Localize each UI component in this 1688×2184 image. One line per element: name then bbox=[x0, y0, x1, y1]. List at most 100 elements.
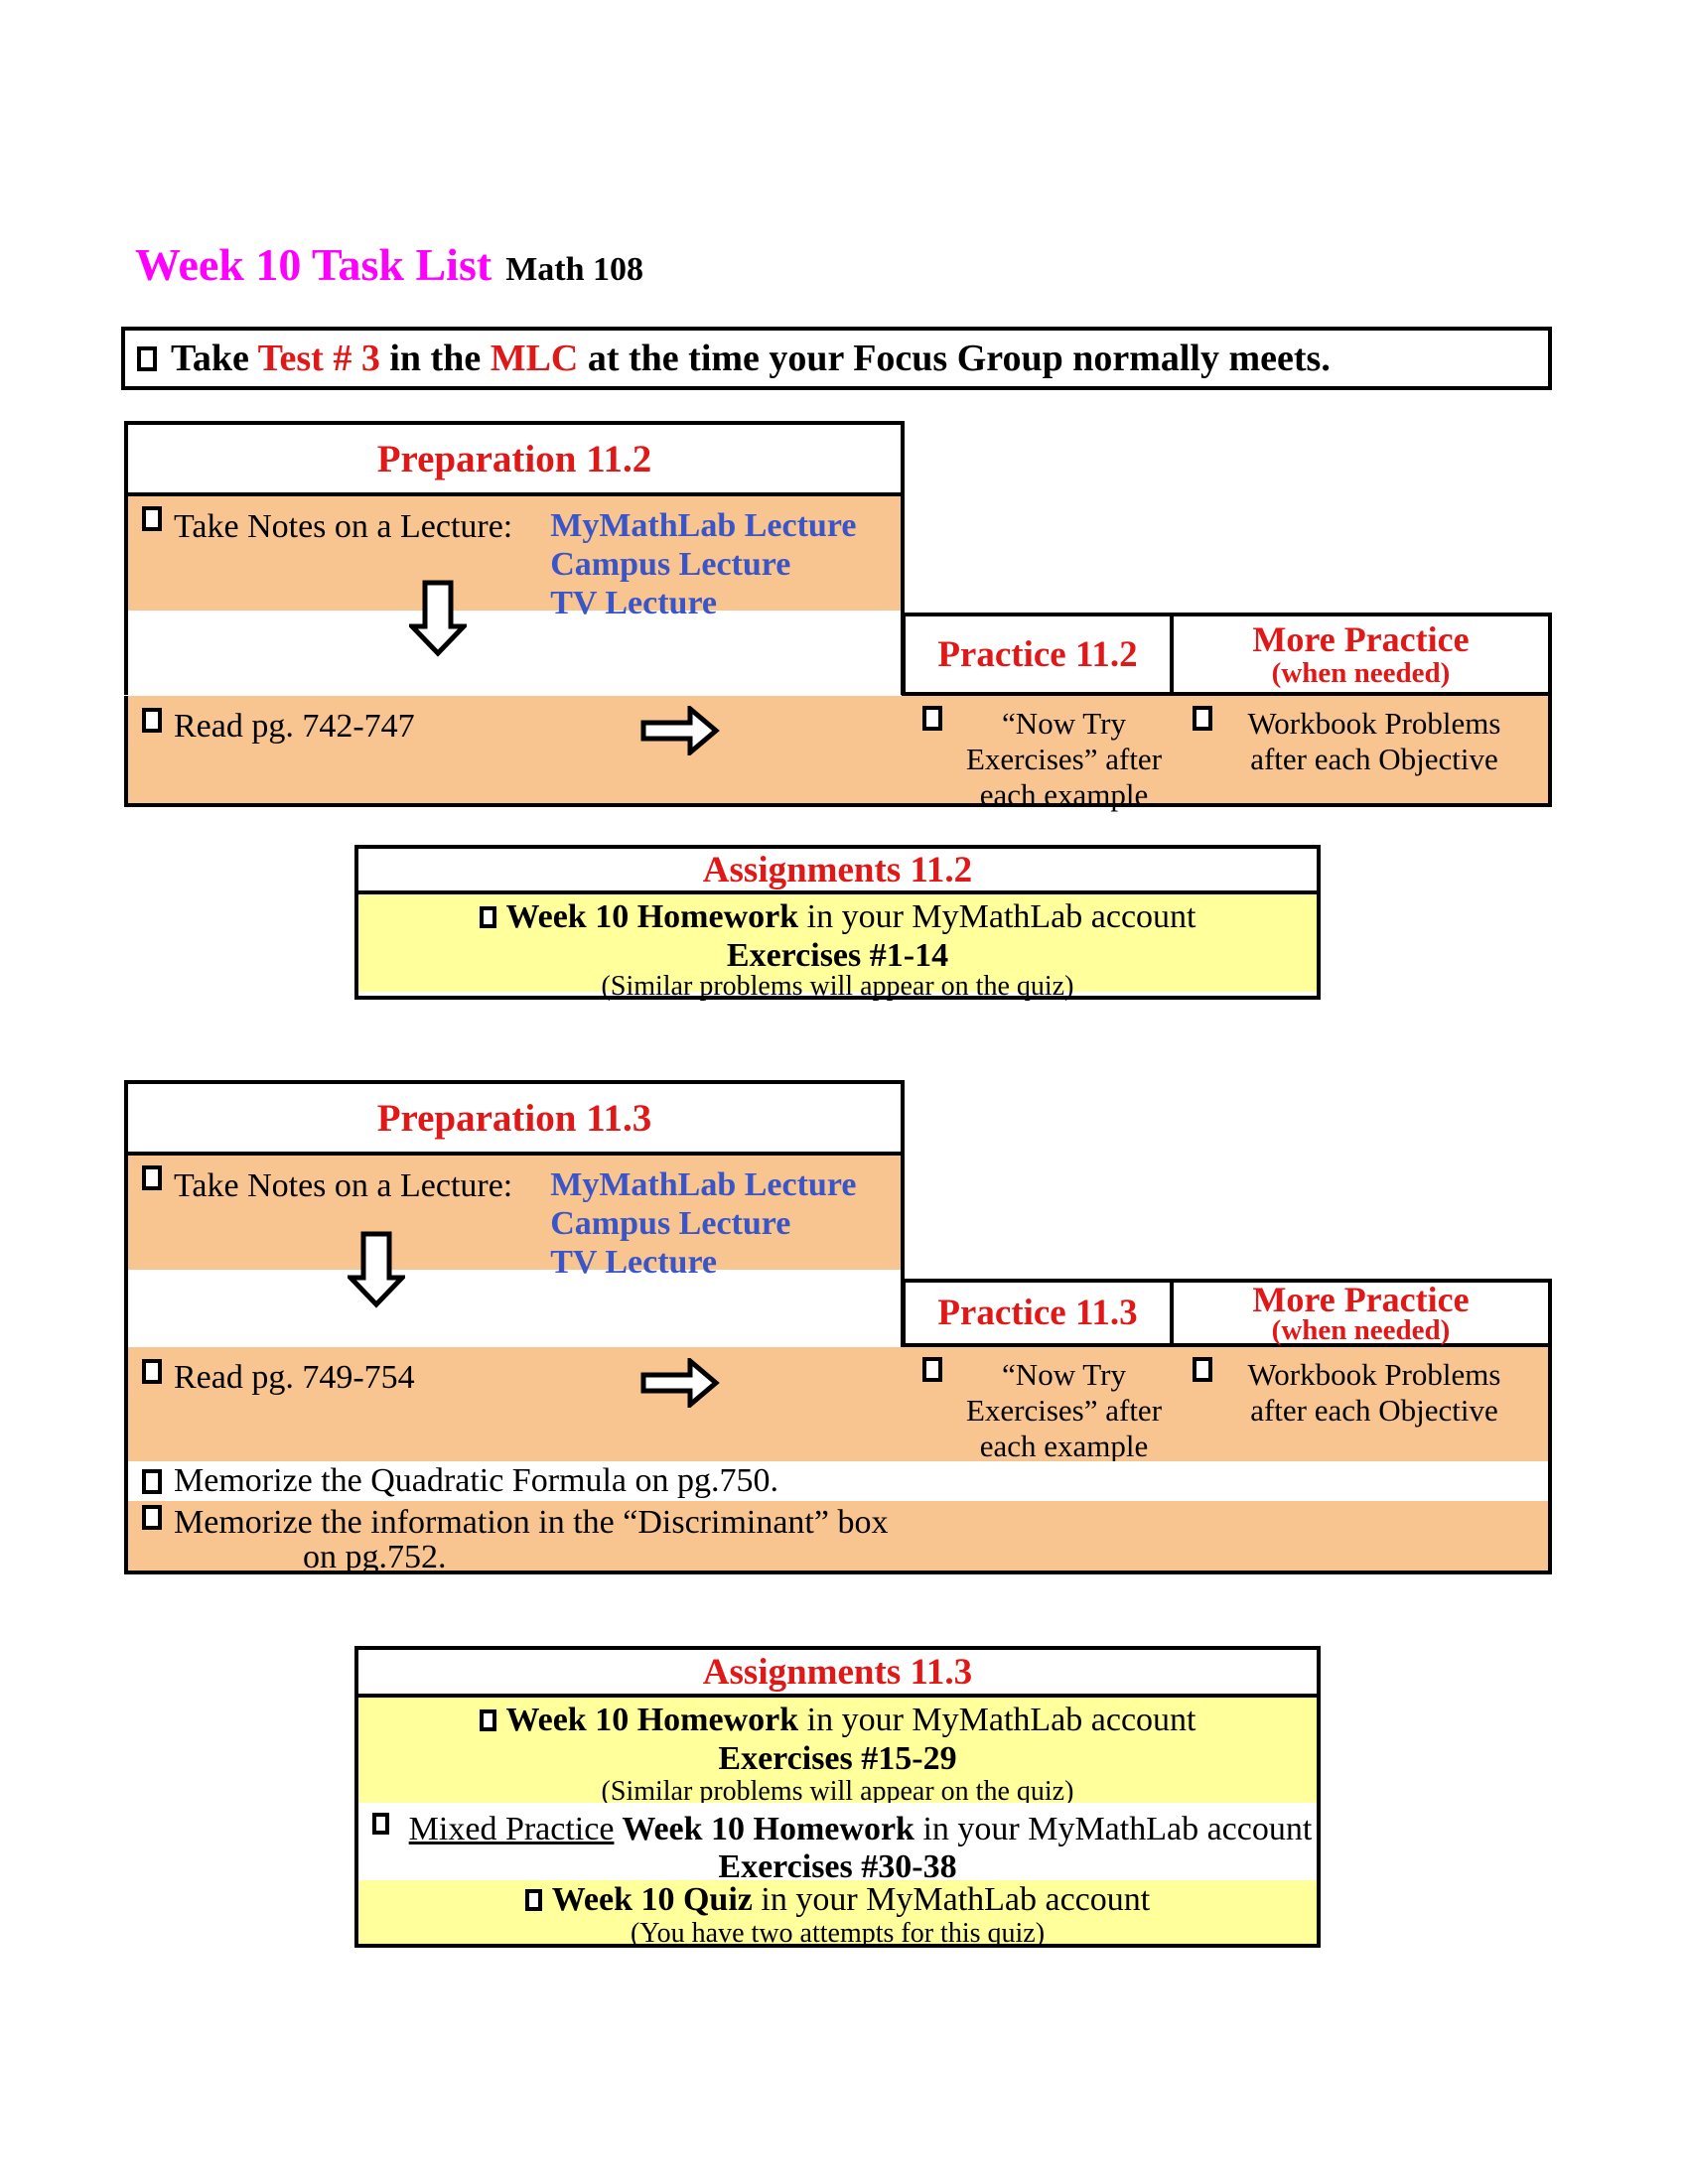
mixed-practice-band: Mixed Practice Week 10 Homework in your … bbox=[358, 1803, 1317, 1885]
top-task-seg-2: in the bbox=[379, 338, 491, 379]
right-arrow-icon bbox=[640, 1358, 720, 1408]
checkbox[interactable] bbox=[142, 1505, 162, 1530]
now-try-text: “Now Try Exercises” after each example bbox=[965, 1357, 1163, 1463]
assignments-11-2-header: Assignments 11.2 bbox=[358, 849, 1317, 894]
now-try-cell-11-2: “Now Try Exercises” after each example bbox=[922, 706, 1181, 813]
down-arrow-icon bbox=[348, 1231, 405, 1308]
take-notes-row-11-2: Take Notes on a Lecture: MyMathLab Lectu… bbox=[128, 496, 901, 621]
mixed-practice-rest: in your MyMathLab account bbox=[914, 1811, 1313, 1847]
exercises-line: Exercises #30-38 bbox=[718, 1848, 957, 1885]
checkbox[interactable] bbox=[142, 506, 162, 531]
checkbox[interactable] bbox=[137, 345, 157, 371]
homework-line: Week 10 Homework in your MyMathLab accou… bbox=[358, 897, 1317, 937]
read-practice-band-11-2: Read pg. 742-747 “Now Try Exercises” aft… bbox=[124, 696, 1552, 812]
page-title-row: Week 10 Task List Math 108 bbox=[135, 238, 643, 291]
checkbox[interactable] bbox=[1193, 706, 1212, 731]
homework-bold: Week 10 Homework bbox=[505, 1702, 799, 1738]
assignments-11-2-box: Assignments 11.2 Week 10 Homework in you… bbox=[354, 845, 1321, 1002]
checkbox[interactable] bbox=[479, 906, 496, 928]
lecture-options-11-2: MyMathLab Lecture Campus Lecture TV Lect… bbox=[550, 506, 856, 622]
read-label-11-3: Read pg. 749-754 bbox=[174, 1359, 415, 1396]
exercises-line: Exercises #15-29 bbox=[718, 1740, 957, 1777]
lecture-option: MyMathLab Lecture bbox=[550, 1166, 857, 1203]
practice-header-11-2: Practice 11.2 More Practice (when needed… bbox=[902, 613, 1552, 696]
homework-text: Week 10 Homework in your MyMathLab accou… bbox=[506, 898, 1196, 936]
preparation-11-2-header: Preparation 11.2 bbox=[128, 425, 901, 496]
preparation-11-2-box: Preparation 11.2 Take Notes on a Lecture… bbox=[124, 421, 905, 695]
quiz-rest: in your MyMathLab account bbox=[752, 1881, 1151, 1918]
top-task-text: Take Test # 3 in the MLC at the time you… bbox=[171, 337, 1331, 380]
lecture-option: TV Lecture bbox=[550, 585, 718, 621]
checkbox[interactable] bbox=[922, 706, 942, 731]
more-practice-subtitle: (when needed) bbox=[1271, 657, 1451, 689]
homework-rest: in your MyMathLab account bbox=[798, 898, 1196, 935]
mixed-practice-line: Mixed Practice Week 10 Homework in your … bbox=[358, 1803, 1317, 1848]
homework-text: Week 10 Homework in your MyMathLab accou… bbox=[506, 1702, 1196, 1739]
homework-rest: in your MyMathLab account bbox=[798, 1702, 1196, 1738]
memorize-discriminant-line1: Memorize the information in the “Discrim… bbox=[174, 1504, 889, 1541]
top-task-seg-1: Test # 3 bbox=[257, 338, 380, 379]
checkbox[interactable] bbox=[524, 1889, 542, 1911]
mixed-practice-underlined: Mixed Practice bbox=[408, 1811, 615, 1847]
top-task-box: Take Test # 3 in the MLC at the time you… bbox=[121, 327, 1552, 390]
assignments-11-3-title: Assignments 11.3 bbox=[702, 1651, 973, 1693]
checkbox[interactable] bbox=[922, 1357, 942, 1382]
assignments-11-3-header: Assignments 11.3 bbox=[358, 1650, 1317, 1698]
right-arrow-icon bbox=[640, 706, 720, 755]
read-label-11-2: Read pg. 742-747 bbox=[174, 708, 415, 745]
take-notes-label: Take Notes on a Lecture: bbox=[174, 508, 513, 545]
workbook-cell-11-3: Workbook Problems after each Objective bbox=[1193, 1357, 1540, 1429]
top-task-seg-3: MLC bbox=[490, 338, 579, 379]
read-row-11-3: Read pg. 749-754 bbox=[142, 1359, 415, 1397]
page-title: Week 10 Task List bbox=[135, 239, 492, 290]
checkbox[interactable] bbox=[372, 1813, 389, 1835]
quiz-bold: Week 10 Quiz bbox=[551, 1881, 753, 1918]
read-row-11-2: Read pg. 742-747 bbox=[142, 708, 415, 746]
practice-header-11-3: Practice 11.3 More Practice (when needed… bbox=[902, 1279, 1552, 1347]
workbook-text: Workbook Problems after each Objective bbox=[1247, 706, 1501, 776]
checkbox[interactable] bbox=[142, 708, 162, 733]
more-practice-cell-11-3: More Practice (when needed) bbox=[1170, 1279, 1548, 1344]
memorize-discriminant-line1-row: Memorize the information in the “Discrim… bbox=[128, 1501, 1548, 1541]
more-practice-cell-11-2: More Practice (when needed) bbox=[1170, 616, 1548, 692]
checkbox[interactable] bbox=[1193, 1357, 1212, 1382]
memorize-quadratic-text: Memorize the Quadratic Formula on pg.750… bbox=[174, 1462, 779, 1499]
quiz-note: (Similar problems will appear on the qui… bbox=[601, 1776, 1074, 1807]
take-notes-row-11-3: Take Notes on a Lecture: MyMathLab Lectu… bbox=[128, 1156, 901, 1281]
assignments-11-2-title: Assignments 11.2 bbox=[702, 849, 973, 890]
exercises-line: Exercises #1-14 bbox=[726, 937, 949, 974]
assignments-11-2-body: Week 10 Homework in your MyMathLab accou… bbox=[358, 894, 1317, 1002]
down-arrow-icon bbox=[409, 580, 467, 657]
quiz-text: Week 10 Quiz in your MyMathLab account bbox=[552, 1881, 1150, 1919]
more-practice-title: More Practice bbox=[1252, 1279, 1470, 1319]
practice-11-2-title: Practice 11.2 bbox=[937, 633, 1138, 675]
mixed-practice-bold: Week 10 Homework bbox=[614, 1811, 914, 1847]
lecture-option: MyMathLab Lecture bbox=[550, 507, 857, 544]
quiz-note: (Similar problems will appear on the qui… bbox=[601, 971, 1074, 1002]
preparation-11-3-box: Preparation 11.3 Take Notes on a Lecture… bbox=[124, 1080, 905, 1347]
now-try-cell-11-3: “Now Try Exercises” after each example bbox=[922, 1357, 1181, 1464]
lecture-option: Campus Lecture bbox=[550, 546, 791, 583]
memorize-quadratic-row: Memorize the Quadratic Formula on pg.750… bbox=[124, 1461, 1552, 1501]
memorize-discriminant-line2: on pg.752. bbox=[303, 1539, 447, 1575]
quiz-line: Week 10 Quiz in your MyMathLab account bbox=[358, 1881, 1317, 1919]
quiz-band: Week 10 Quiz in your MyMathLab account (… bbox=[358, 1880, 1317, 1949]
lecture-option: TV Lecture bbox=[550, 1244, 718, 1281]
now-try-text: “Now Try Exercises” after each example bbox=[965, 706, 1163, 812]
workbook-text: Workbook Problems after each Objective bbox=[1247, 1357, 1501, 1428]
checkbox[interactable] bbox=[142, 1468, 162, 1494]
assignments-11-3-box: Assignments 11.3 Week 10 Homework in you… bbox=[354, 1646, 1321, 1949]
checkbox[interactable] bbox=[142, 1165, 162, 1190]
checkbox[interactable] bbox=[479, 1709, 496, 1731]
course-label: Math 108 bbox=[505, 251, 644, 288]
memorize-discriminant-row: Memorize the information in the “Discrim… bbox=[124, 1501, 1552, 1574]
checkbox[interactable] bbox=[142, 1359, 162, 1384]
quiz-note: (You have two attempts for this quiz) bbox=[630, 1918, 1046, 1949]
preparation-11-2-title: Preparation 11.2 bbox=[376, 437, 652, 480]
take-notes-label: Take Notes on a Lecture: bbox=[174, 1167, 513, 1204]
more-practice-title: More Practice bbox=[1252, 619, 1470, 659]
workbook-cell-11-2: Workbook Problems after each Objective bbox=[1193, 706, 1540, 777]
lecture-options-11-3: MyMathLab Lecture Campus Lecture TV Lect… bbox=[550, 1165, 856, 1282]
homework-bold: Week 10 Homework bbox=[505, 898, 799, 935]
